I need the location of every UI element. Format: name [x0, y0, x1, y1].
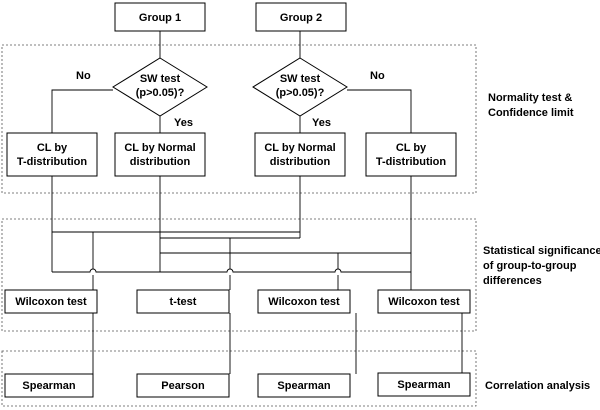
caption-line: differences	[483, 275, 542, 287]
wilcoxon-test-box-2: Wilcoxon test	[257, 289, 351, 314]
cl-normal-line2: distribution	[270, 156, 331, 168]
spearman-box-2: Spearman	[257, 373, 351, 398]
pearson-label: Pearson	[161, 380, 205, 392]
spearman-box-3: Spearman	[377, 372, 471, 397]
wilcoxon-label: Wilcoxon test	[15, 296, 87, 308]
significance-section-frame	[1, 218, 477, 332]
caption-line: of group-to-group	[483, 260, 577, 272]
sw-test-condition-2: (p>0.05)?	[276, 87, 325, 99]
branch-yes-label-1: Yes	[174, 117, 193, 129]
cl-t-distribution-box-2: CL by T-distribution	[365, 132, 457, 177]
cl-t-line2: T-distribution	[376, 156, 447, 168]
sw-test-condition-1: (p>0.05)?	[136, 87, 185, 99]
t-test-label: t-test	[170, 296, 197, 308]
t-test-box: t-test	[136, 289, 230, 314]
spearman-box-1: Spearman	[4, 373, 94, 398]
caption-line: Normality test &	[488, 92, 572, 104]
branch-yes-label-2: Yes	[312, 117, 331, 129]
connector-lines	[51, 31, 463, 374]
cl-normal-line2: distribution	[130, 156, 191, 168]
cl-normal-line1: CL by Normal	[264, 142, 335, 154]
sw-test-label-1: SW test	[140, 73, 181, 85]
sw-test-decision-1: SW test (p>0.05)?	[112, 57, 208, 117]
correlation-section-caption: Correlation analysis	[485, 380, 590, 392]
branch-no-label-1: No	[76, 70, 91, 82]
sw-test-label-2: SW test	[280, 73, 321, 85]
branch-no-label-2: No	[370, 70, 385, 82]
group-2-box: Group 2	[255, 2, 347, 32]
caption-line: Confidence limit	[488, 107, 574, 119]
caption-line: Statistical significance	[483, 245, 600, 257]
cl-normal-distribution-box-2: CL by Normal distribution	[254, 132, 346, 177]
normality-section-caption: Normality test & Confidence limit	[488, 92, 574, 119]
group-1-label: Group 1	[139, 12, 181, 24]
significance-section-caption: Statistical significance of group-to-gro…	[483, 245, 600, 287]
correlation-section-frame	[1, 350, 477, 407]
cl-t-line1: CL by	[396, 142, 427, 154]
normality-section-frame	[1, 44, 477, 194]
group-2-label: Group 2	[280, 12, 322, 24]
wilcoxon-label: Wilcoxon test	[388, 296, 460, 308]
cl-t-line2: T-distribution	[17, 156, 88, 168]
wilcoxon-test-box-3: Wilcoxon test	[377, 289, 471, 314]
group-1-box: Group 1	[114, 2, 206, 32]
cl-normal-distribution-box-1: CL by Normal distribution	[114, 132, 206, 177]
cl-t-line1: CL by	[37, 142, 68, 154]
spearman-label: Spearman	[397, 379, 450, 391]
sw-test-decision-2: SW test (p>0.05)?	[252, 57, 348, 117]
pearson-box: Pearson	[136, 373, 230, 398]
cl-normal-line1: CL by Normal	[124, 142, 195, 154]
cl-t-distribution-box-1: CL by T-distribution	[6, 132, 98, 177]
spearman-label: Spearman	[277, 380, 330, 392]
spearman-label: Spearman	[22, 380, 75, 392]
wilcoxon-test-box-1: Wilcoxon test	[4, 289, 98, 314]
wilcoxon-label: Wilcoxon test	[268, 296, 340, 308]
